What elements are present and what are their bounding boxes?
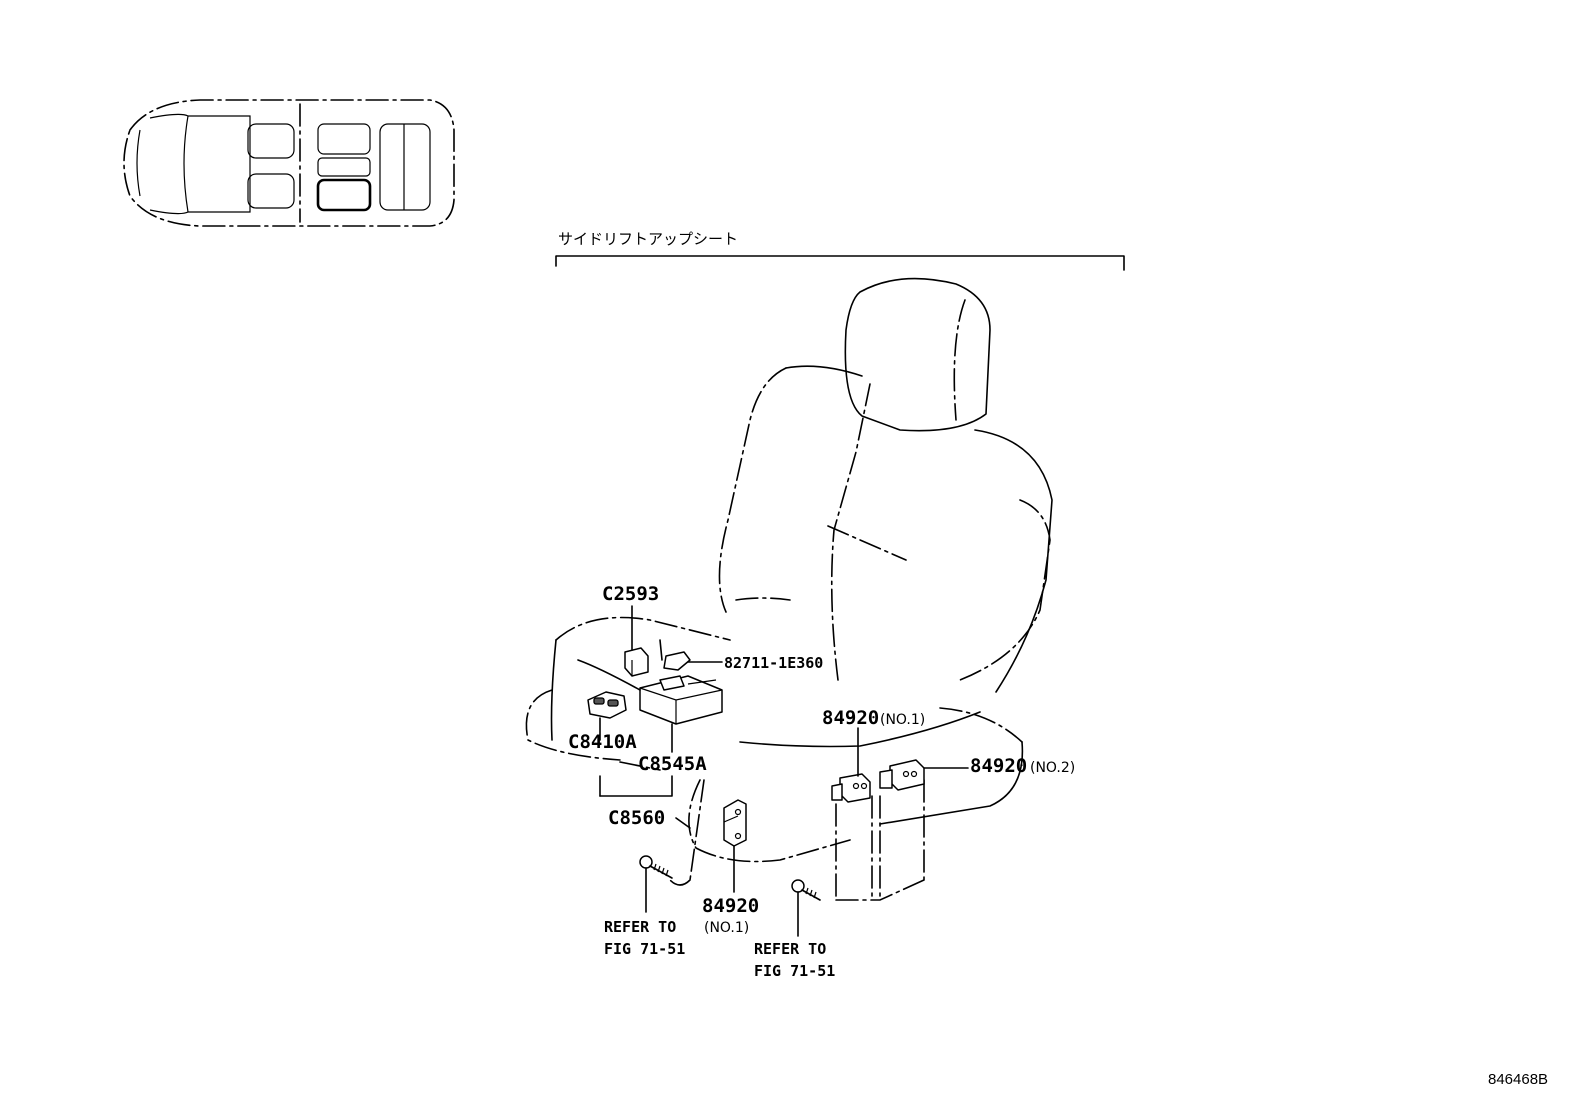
bracket-84920-no1-lower — [723, 799, 747, 847]
section-title: サイドリフトアップシート — [558, 230, 738, 248]
harness-lines — [577, 639, 663, 691]
rear-bench — [379, 123, 431, 211]
seat-outline — [525, 277, 1053, 901]
label-84920-no1-upper-suffix: (NO.1) — [880, 712, 925, 728]
label-c8410a: C8410A — [568, 731, 637, 753]
middle-seats — [316, 123, 372, 212]
clip-82711 — [663, 651, 691, 671]
leader-lines — [599, 605, 969, 937]
section-bracket — [555, 255, 1125, 271]
refer-note-right-line2: FIG 71-51 — [754, 962, 835, 980]
ecu-c8545a — [639, 675, 723, 725]
label-82711-1e360: 82711-1E360 — [724, 654, 823, 672]
connector-c2593 — [624, 647, 649, 677]
label-c8560: C8560 — [608, 807, 665, 829]
refer-note-left-line1: REFER TO — [604, 918, 676, 936]
label-84920-no1-lower: 84920 — [702, 895, 759, 917]
front-seats — [247, 123, 295, 209]
label-84920-no1-upper: 84920 — [822, 707, 879, 729]
label-84920-no1-lower-suffix: (NO.1) — [704, 920, 749, 936]
label-84920-no2-suffix: (NO.2) — [1030, 760, 1075, 776]
switch-c8410a — [587, 691, 627, 719]
vehicle-top-view — [123, 99, 455, 227]
figure-number: 846468B — [1488, 1071, 1548, 1088]
bracket-84920-no1-upper — [831, 773, 871, 803]
bracket-84920-no2 — [879, 759, 925, 791]
screw-right — [791, 879, 821, 901]
label-84920-no2: 84920 — [970, 755, 1027, 777]
screw-left — [639, 855, 673, 879]
refer-note-left-line2: FIG 71-51 — [604, 940, 685, 958]
label-c2593: C2593 — [602, 583, 659, 605]
label-c8545a: C8545A — [638, 753, 707, 775]
refer-note-right-line1: REFER TO — [754, 940, 826, 958]
